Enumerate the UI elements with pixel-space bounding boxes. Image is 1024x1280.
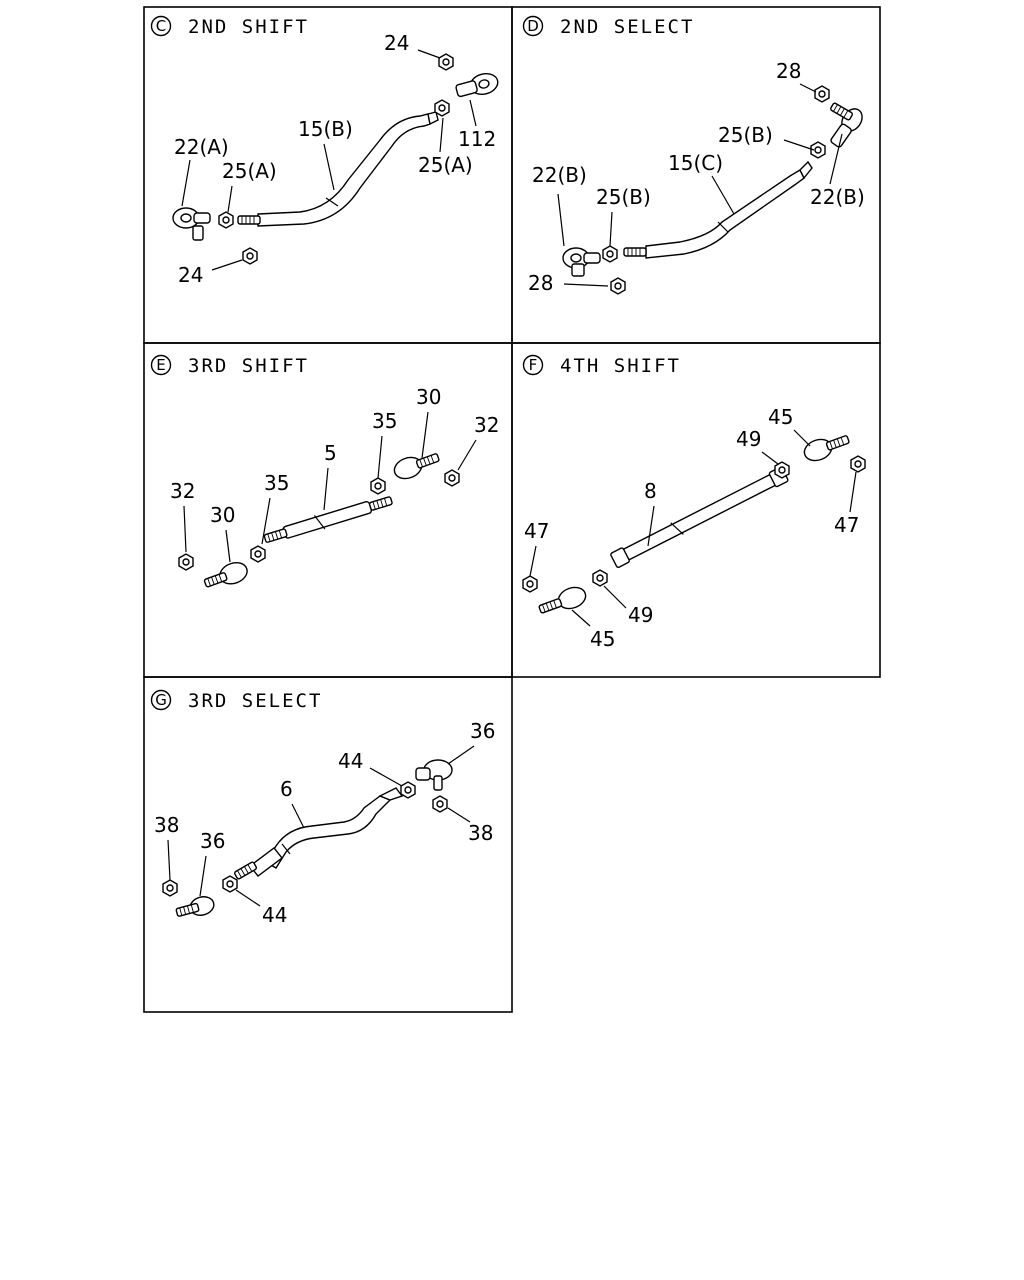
panel-letter: E xyxy=(156,356,165,374)
callout-label: 36 xyxy=(470,719,495,743)
panel-letter: D xyxy=(527,17,539,35)
callout-label: 32 xyxy=(170,479,195,503)
callout-label: 30 xyxy=(210,503,235,527)
callout-label: 44 xyxy=(338,749,363,773)
callout-label: 45 xyxy=(768,405,793,429)
callout-label: 24 xyxy=(178,263,203,287)
callout-label: 38 xyxy=(154,813,179,837)
callout-label: 45 xyxy=(590,627,615,651)
callout-label: 25(B) xyxy=(596,185,651,209)
callout-label: 25(A) xyxy=(222,159,277,183)
callout-label: 8 xyxy=(644,479,657,503)
panel-title: 2ND SHIFT xyxy=(188,16,309,38)
panel-frame xyxy=(511,342,881,678)
callout-label: 28 xyxy=(528,271,553,295)
callout-label: 22(A) xyxy=(174,135,229,159)
panel-frame xyxy=(143,342,513,678)
callout-label: 15(C) xyxy=(668,151,723,175)
panel-title: 3RD SHIFT xyxy=(188,355,309,377)
callout-label: 24 xyxy=(384,31,409,55)
callout-label: 32 xyxy=(474,413,499,437)
callout-label: 47 xyxy=(834,513,859,537)
callout-label: 112 xyxy=(458,127,496,151)
callout-label: 36 xyxy=(200,829,225,853)
callout-label: 15(B) xyxy=(298,117,353,141)
panel-letter: F xyxy=(529,356,538,374)
panel-title: 2ND SELECT xyxy=(560,16,694,38)
panel-2nd-select: D 2ND SELECT 28 25(B) 22(B) 15(C) 22(B) … xyxy=(522,15,865,295)
callout-label: 49 xyxy=(628,603,653,627)
callout-label: 35 xyxy=(372,409,397,433)
panel-letter: G xyxy=(155,691,167,709)
panel-letter: C xyxy=(156,17,166,35)
panel-title: 4TH SHIFT xyxy=(560,355,681,377)
callout-label: 22(B) xyxy=(810,185,865,209)
callout-label: 22(B) xyxy=(532,163,587,187)
panel-title: 3RD SELECT xyxy=(188,690,322,712)
panel-3rd-shift: E 3RD SHIFT 30 35 32 5 35 32 3 xyxy=(150,354,499,588)
callout-label: 47 xyxy=(524,519,549,543)
callout-label: 38 xyxy=(468,821,493,845)
callout-label: 49 xyxy=(736,427,761,451)
panel-2nd-shift: C 2ND SHIFT 24 112 15(B) 25(A) 22(A) 25(… xyxy=(150,15,499,287)
callout-label: 6 xyxy=(280,777,293,801)
callout-label: 30 xyxy=(416,385,441,409)
callout-label: 35 xyxy=(264,471,289,495)
panel-frame xyxy=(143,676,513,1013)
callout-label: 28 xyxy=(776,59,801,83)
callout-label: 25(A) xyxy=(418,153,473,177)
callout-label: 5 xyxy=(324,441,337,465)
callout-label: 25(B) xyxy=(718,123,773,147)
panel-4th-shift: F 4TH SHIFT 45 49 47 8 47 49 4 xyxy=(522,354,866,651)
callout-label: 44 xyxy=(262,903,287,927)
panel-3rd-select: G 3RD SELECT 36 44 6 38 36 38 44 xyxy=(150,689,495,927)
